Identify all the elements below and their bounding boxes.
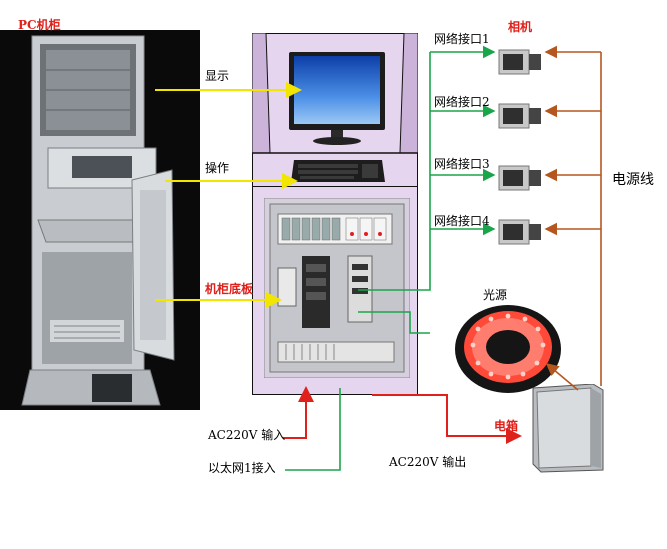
ac220v-output-label: AC220V 输出	[389, 455, 467, 469]
power-line-label: 电源线	[612, 172, 654, 188]
keyboard-shelf	[252, 153, 418, 187]
network-port-3-label: 网络接口3	[434, 157, 490, 171]
cabinet-base-plate	[264, 198, 410, 378]
light-source-label: 光源	[483, 288, 508, 302]
network-port-4-label: 网络接口4	[434, 214, 490, 228]
network-port-1-label: 网络接口1	[434, 32, 490, 46]
pc-cabinet-label: PC机柜	[18, 18, 61, 32]
pc-cabinet-photo	[0, 30, 200, 410]
cabinet-base-plate-label: 机柜底板	[205, 282, 254, 296]
camera-icon	[498, 49, 541, 75]
ethernet1-input-label: 以太网1接入	[208, 461, 276, 475]
camera-icon	[498, 219, 541, 245]
electric-box-icon	[532, 384, 604, 473]
electric-box-label: 电箱	[494, 419, 519, 433]
display-label: 显示	[205, 69, 230, 83]
camera-icon	[498, 165, 541, 191]
camera-label: 相机	[508, 20, 533, 34]
ac220v-input-label: AC220V 输入	[208, 428, 286, 442]
keyboard-icon	[291, 160, 385, 182]
operation-label: 操作	[205, 161, 230, 175]
ring-light-icon	[455, 305, 561, 393]
cabinet-top-frame	[252, 33, 418, 154]
monitor-icon	[289, 52, 385, 145]
network-port-2-label: 网络接口2	[434, 95, 490, 109]
camera-icon	[498, 103, 541, 129]
